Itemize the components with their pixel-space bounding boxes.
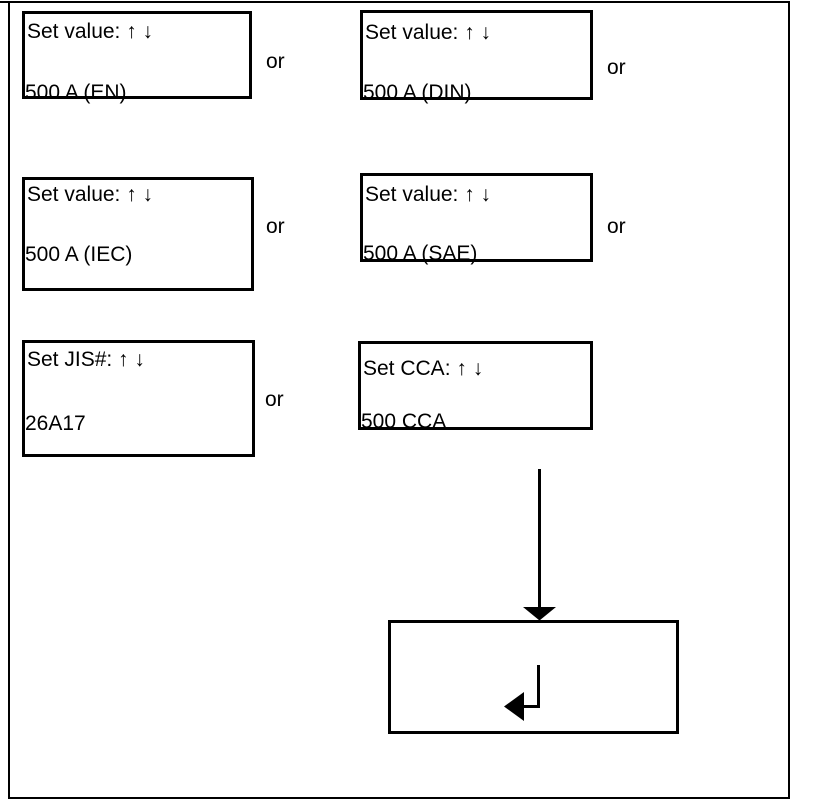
display-line2: 500 A (EN) — [25, 81, 127, 104]
flow-arrow-down-icon — [523, 469, 556, 621]
or-connector-label: or — [266, 50, 285, 73]
display-line2: 26A17 — [25, 412, 86, 435]
enter-return-icon — [504, 665, 540, 721]
or-connector-label: or — [607, 56, 626, 79]
or-connector-label: or — [265, 388, 284, 411]
display-line1: Set value: ↑ ↓ — [27, 183, 154, 206]
display-box-set-value-sae: Set value: ↑ ↓ 500 A (SAE) — [360, 173, 593, 265]
display-box-set-jis: Set JIS#: ↑ ↓ 26A17 — [22, 340, 255, 457]
or-connector-label: or — [266, 215, 285, 238]
display-box-set-value-iec: Set value: ↑ ↓ 500 A (IEC) — [22, 177, 254, 291]
page-border — [8, 1, 790, 799]
result-box-enter — [388, 620, 679, 734]
display-line2: 500 CCA — [361, 410, 447, 433]
display-box-set-value-en: Set value: ↑ ↓ 500 A (EN) — [22, 11, 252, 104]
display-box-set-cca: Set CCA: ↑ ↓ 500 CCA — [358, 341, 593, 433]
display-line1: Set value: ↑ ↓ — [27, 20, 154, 43]
display-line1: Set CCA: ↑ ↓ — [363, 357, 484, 380]
display-line2: 500 A (SAE) — [363, 242, 478, 265]
display-box-set-value-din: Set value: ↑ ↓ 500 A (DIN) — [360, 10, 593, 104]
display-line1: Set value: ↑ ↓ — [365, 21, 492, 44]
display-line2: 500 A (DIN) — [363, 81, 472, 104]
display-line2: 500 A (IEC) — [25, 243, 133, 266]
display-line1: Set value: ↑ ↓ — [365, 183, 492, 206]
page-border-top-extension — [0, 1, 10, 3]
display-line1: Set JIS#: ↑ ↓ — [27, 348, 145, 371]
or-connector-label: or — [607, 215, 626, 238]
